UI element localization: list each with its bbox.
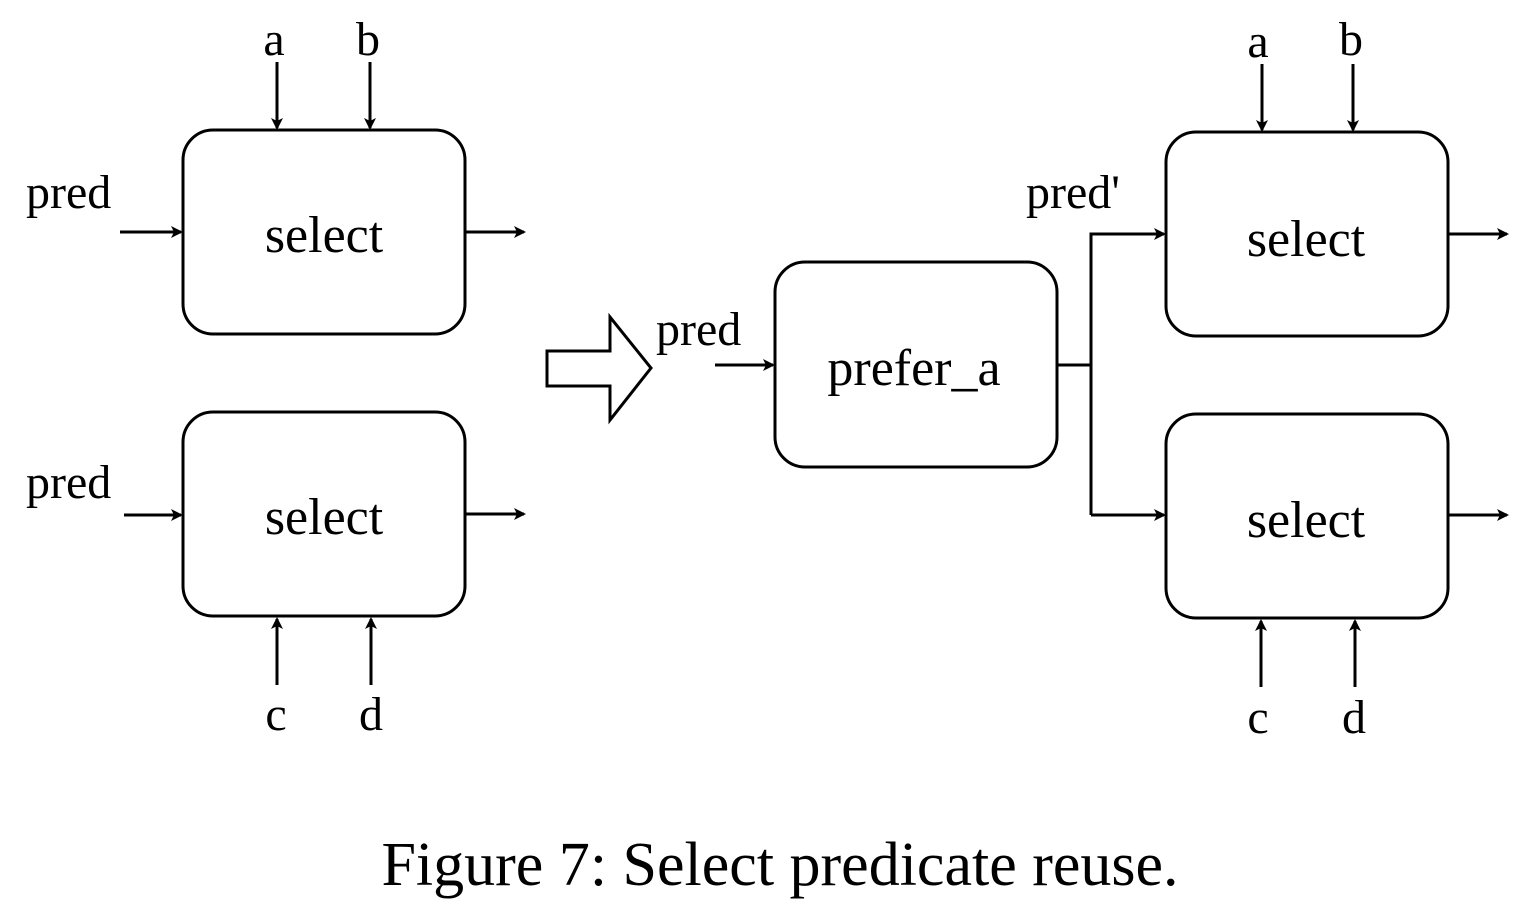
hollow-right-arrow-icon — [545, 312, 653, 425]
left-top-input-b-label: b — [356, 13, 380, 66]
right-top-select-label: select — [1247, 211, 1366, 268]
right-top-input-b-label: b — [1339, 13, 1363, 66]
left-bottom-select-node: select — [181, 410, 467, 618]
prefer-a-node: prefer_a — [773, 260, 1059, 469]
right-bottom-input-d-label: d — [1342, 691, 1366, 744]
left-bottom-input-d-label: d — [359, 688, 383, 741]
figure-caption: Figure 7: Select predicate reuse. — [381, 831, 1178, 899]
right-bottom-select-node: select — [1164, 412, 1450, 620]
left-bottom-input-c-label: c — [265, 688, 286, 741]
right-bottom-input-c-label: c — [1247, 691, 1268, 744]
left-top-select-node: select — [181, 128, 467, 336]
pred-prime-label: pred' — [1026, 166, 1120, 219]
left-top-input-a-label: a — [263, 13, 284, 66]
pred-prime-top-branch — [1089, 228, 1166, 515]
right-bottom-select-label: select — [1247, 492, 1366, 549]
prefer-a-label: prefer_a — [827, 340, 1000, 397]
right-top-select-node: select — [1164, 130, 1450, 338]
right-top-input-a-label: a — [1247, 15, 1268, 68]
left-top-pred-label: pred — [26, 166, 111, 219]
left-top-select-label: select — [265, 207, 384, 264]
right-prefer-pred-label: pred — [656, 303, 741, 356]
left-bottom-select-label: select — [265, 489, 384, 546]
left-bottom-pred-label: pred — [26, 456, 111, 509]
